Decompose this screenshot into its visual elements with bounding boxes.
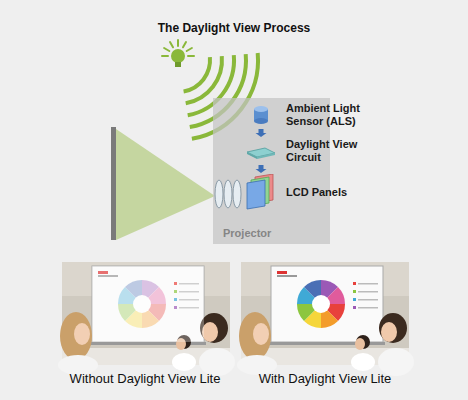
component-label: Daylight View Circuit (286, 138, 372, 164)
screen (111, 127, 116, 240)
component-icon (245, 140, 277, 162)
caption: Without Daylight View Lite (50, 371, 240, 386)
component-icon (245, 104, 277, 126)
light-bulb (162, 40, 194, 67)
title: The Daylight View Process (134, 21, 334, 35)
light-beam (116, 129, 215, 240)
component: Daylight View Circuit (245, 138, 372, 164)
photo-without (58, 262, 235, 376)
flow-arrow (256, 129, 267, 137)
projector-box: ProjectorAmbient Light Sensor (ALS)Dayli… (213, 98, 330, 244)
photo-with (237, 262, 414, 376)
component: Ambient Light Sensor (ALS) (245, 102, 372, 128)
component-label: LCD Panels (286, 186, 372, 199)
projector-label: Projector (223, 227, 271, 239)
caption: With Daylight View Lite (230, 371, 420, 386)
component-icon (245, 174, 277, 210)
component: LCD Panels (245, 174, 372, 210)
flow-arrow (256, 165, 267, 173)
component-label: Ambient Light Sensor (ALS) (286, 102, 372, 128)
